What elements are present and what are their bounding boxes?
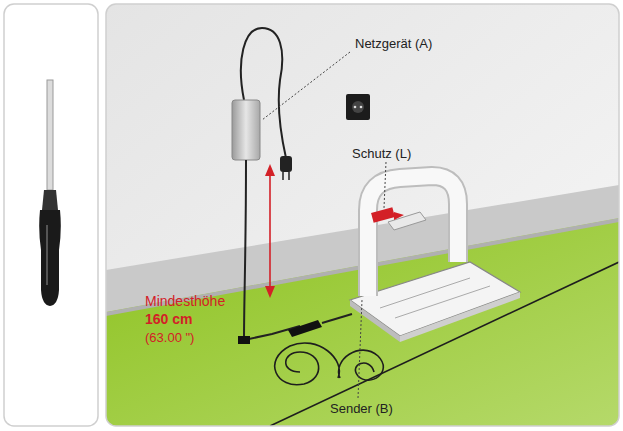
- power-supply: [232, 100, 260, 160]
- screwdriver: [39, 80, 61, 306]
- tool-panel: [4, 4, 98, 426]
- plug: [280, 156, 292, 180]
- protection-cover: [371, 207, 395, 222]
- scene-panel: [106, 4, 619, 426]
- cable-connector: [288, 320, 322, 337]
- wire-loops: [275, 343, 384, 385]
- perimeter-wire: [270, 262, 619, 426]
- dimension-label: Mindesthöhe: [143, 294, 227, 309]
- dimension-value: 160 cm: [143, 312, 194, 327]
- part-label: Sender (B): [328, 401, 395, 416]
- leader-lines: [262, 52, 386, 398]
- low-voltage-cable: [244, 160, 300, 340]
- height-arrow: [265, 164, 275, 298]
- part-label: Schutz (L): [350, 146, 413, 161]
- part-label: Netzgerät (A): [353, 36, 434, 51]
- charging-station: [350, 176, 520, 342]
- dimension-value: (63.00 "): [143, 330, 196, 345]
- wall-socket: [346, 94, 370, 120]
